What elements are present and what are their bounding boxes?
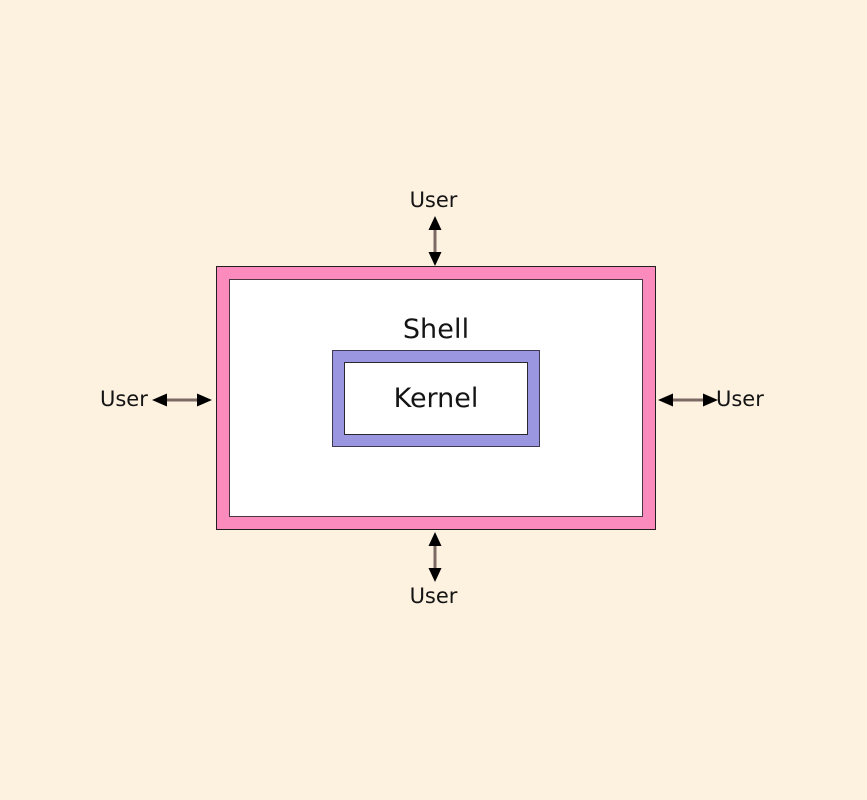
user-label-right: User xyxy=(716,387,764,411)
double-arrow-right-icon xyxy=(658,393,718,407)
double-arrow-bottom-icon xyxy=(428,532,442,582)
kernel-label: Kernel xyxy=(393,383,479,414)
kernel-box: Kernel xyxy=(332,350,540,447)
double-arrow-top-icon xyxy=(428,216,442,266)
user-label-left: User xyxy=(100,387,148,411)
user-label-top: User xyxy=(409,188,458,212)
kernel-inner-area: Kernel xyxy=(344,362,528,435)
double-arrow-left-icon xyxy=(152,393,212,407)
user-label-bottom: User xyxy=(409,584,458,608)
shell-label: Shell xyxy=(402,314,470,345)
